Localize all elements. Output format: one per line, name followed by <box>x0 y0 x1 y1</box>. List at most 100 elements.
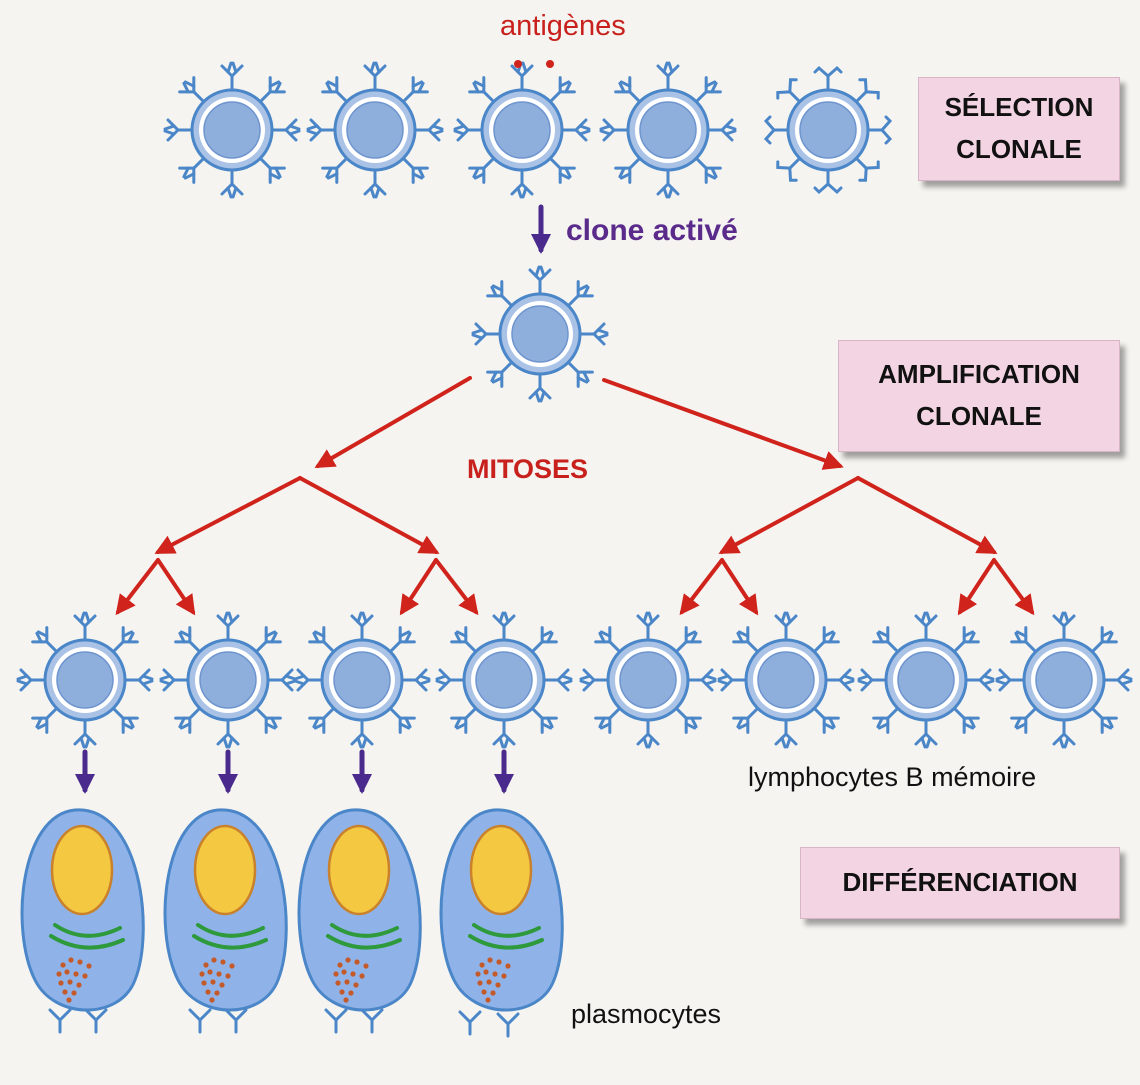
receptor <box>674 706 702 734</box>
receptor <box>350 718 374 749</box>
vesicle <box>60 962 66 968</box>
endoplasmic-reticulum <box>330 923 399 938</box>
vesicle <box>486 979 492 985</box>
receptor <box>542 668 573 692</box>
receptor <box>111 626 139 654</box>
vesicle <box>337 962 343 968</box>
lymphocyte-clone-5 <box>579 611 717 749</box>
active-clone-label: clone activé <box>566 214 738 247</box>
vesicle <box>359 973 365 979</box>
cell-nucleus <box>346 101 404 159</box>
vesicle <box>354 959 360 965</box>
receptor <box>528 265 552 296</box>
receptor <box>350 611 374 642</box>
vesicle <box>229 963 235 969</box>
vesicle <box>58 980 64 986</box>
stage-selection-box: SÉLECTION CLONALE <box>918 77 1120 181</box>
receptor <box>258 156 286 184</box>
receptor <box>614 156 642 184</box>
receptor <box>732 626 760 654</box>
stage-differentiation-box: DIFFÉRENCIATION <box>800 847 1120 919</box>
endoplasmic-reticulum <box>196 923 265 938</box>
arrow-mitosis-1-left <box>314 376 472 469</box>
receptor <box>321 76 349 104</box>
vesicle <box>501 973 507 979</box>
arrow-mitosis-2d <box>856 476 998 554</box>
vesicle <box>210 979 216 985</box>
receptor <box>854 78 880 104</box>
lymphocyte-selection-4 <box>599 61 737 199</box>
cell-nucleus <box>56 651 114 709</box>
receptor <box>656 61 680 92</box>
lymphocyte-clone-7 <box>857 611 995 749</box>
receptor <box>468 76 496 104</box>
receptor <box>566 280 594 308</box>
vesicle <box>76 982 82 988</box>
receptor <box>594 706 622 734</box>
cell-nucleus <box>897 651 955 709</box>
arrow-mitosis-2c <box>718 476 860 554</box>
arrow-mitosis-3-left-4 <box>957 558 996 616</box>
vesicle <box>66 997 72 1003</box>
receptor <box>435 668 466 692</box>
cell-nucleus <box>203 101 261 159</box>
receptor <box>813 65 843 92</box>
receptor <box>560 118 591 142</box>
receptor <box>1052 611 1076 642</box>
memory-cells-label: lymphocytes B mémoire <box>748 762 1037 792</box>
receptor <box>1052 718 1076 749</box>
antigens-label: antigènes <box>500 10 626 42</box>
lymphocyte-clone-1 <box>16 611 154 749</box>
stage-amplification-box: AMPLIFICATION CLONALE <box>838 340 1120 452</box>
receptor <box>763 115 790 145</box>
receptor <box>254 626 282 654</box>
receptor <box>952 706 980 734</box>
receptor <box>510 61 534 92</box>
vesicle <box>211 957 217 963</box>
vesicle <box>341 969 347 975</box>
receptor <box>694 156 722 184</box>
plasma-cell-nucleus <box>193 824 257 916</box>
vesicle <box>209 997 215 1003</box>
receptor <box>321 156 349 184</box>
cell-nucleus <box>511 305 569 363</box>
arrow-mitosis-2a <box>154 476 302 554</box>
arrow-mitosis-3-left-2 <box>399 558 438 616</box>
receptor <box>453 118 484 142</box>
receptor <box>914 718 938 749</box>
receptor <box>293 668 324 692</box>
vesicle <box>225 973 231 979</box>
receptor <box>530 706 558 734</box>
vesicle <box>82 973 88 979</box>
vesicle <box>481 989 487 995</box>
receptor <box>174 706 202 734</box>
lymphocyte-clone-4 <box>435 611 573 749</box>
receptor <box>732 706 760 734</box>
receptor <box>258 76 286 104</box>
receptor <box>636 718 660 749</box>
vesicle <box>350 971 356 977</box>
receptor <box>530 626 558 654</box>
receptor <box>388 626 416 654</box>
endoplasmic-reticulum <box>326 934 402 950</box>
receptor <box>914 611 938 642</box>
receptor <box>254 706 282 734</box>
receptor <box>614 76 642 104</box>
receptor <box>706 118 737 142</box>
receptor <box>471 322 502 346</box>
receptor <box>468 156 496 184</box>
receptor <box>776 156 802 182</box>
receptor <box>216 718 240 749</box>
arrow-mitosis-2b <box>298 476 440 554</box>
receptor <box>1010 626 1038 654</box>
plasma-cell-3 <box>297 808 422 1012</box>
receptor <box>636 611 660 642</box>
cell-nucleus <box>333 651 391 709</box>
cell-nucleus <box>639 101 697 159</box>
vesicle <box>495 982 501 988</box>
receptor <box>220 61 244 92</box>
stage-differentiation-line1: DIFFÉRENCIATION <box>842 867 1078 898</box>
cell-nucleus <box>475 651 533 709</box>
receptor <box>178 156 206 184</box>
